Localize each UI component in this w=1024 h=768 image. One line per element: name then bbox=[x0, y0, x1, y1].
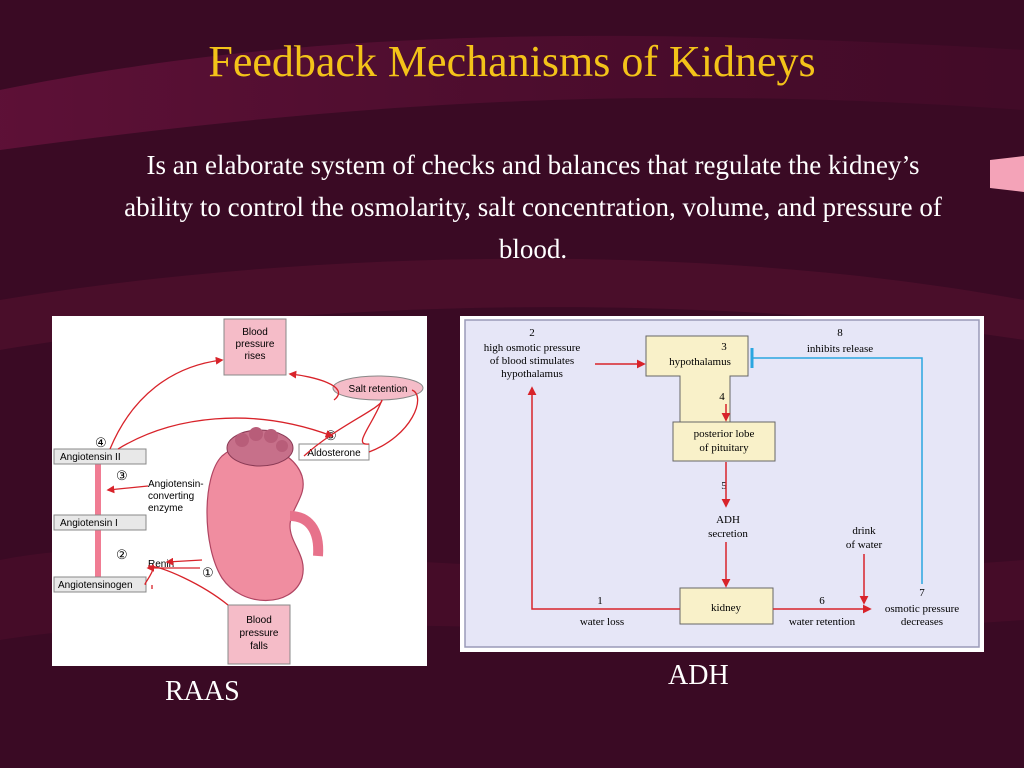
step-3-marker: ③ bbox=[116, 468, 128, 483]
background-swoosh bbox=[0, 35, 1024, 150]
step-4-marker: ④ bbox=[95, 435, 107, 450]
bp-rises-line: pressure bbox=[236, 339, 275, 350]
step-8-number: 8 bbox=[837, 327, 843, 339]
step-5-number: 5 bbox=[721, 480, 727, 492]
adh-diagram: 3 hypothalamus 4 posterior lobe of pitui… bbox=[460, 316, 984, 652]
bp-falls-line: falls bbox=[250, 641, 268, 652]
adh-secretion-label: secretion bbox=[708, 528, 748, 540]
angiotensin-i-box bbox=[53, 514, 147, 531]
kidney-label: kidney bbox=[711, 602, 741, 614]
step-2-marker: ② bbox=[116, 547, 128, 562]
bp-rises-box bbox=[223, 318, 287, 376]
adh-caption: ADH bbox=[668, 660, 729, 691]
step-2-number: 2 bbox=[529, 327, 535, 339]
angiotensin-i-label: Angiotensin I bbox=[60, 518, 118, 529]
posterior-pituitary-box bbox=[672, 421, 776, 462]
angiotensinogen-label: Angiotensinogen bbox=[58, 580, 133, 591]
step-1-number: 1 bbox=[597, 595, 603, 607]
stimulus-label: hypothalamus bbox=[501, 368, 563, 380]
kidney-box bbox=[679, 587, 774, 625]
inhibits-release-label: inhibits release bbox=[807, 343, 873, 355]
water-retention-label: water retention bbox=[789, 616, 856, 628]
ace-label-line: converting bbox=[148, 491, 194, 502]
raas-diagram: Blood pressure rises Blood pressure fall… bbox=[52, 316, 427, 666]
drink-water-label: of water bbox=[846, 539, 883, 551]
inhibit-feedback-line bbox=[750, 348, 923, 584]
raas-diagram-svg: Blood pressure rises Blood pressure fall… bbox=[53, 318, 424, 665]
bp-falls-line: Blood bbox=[246, 615, 272, 626]
water-loss-label: water loss bbox=[580, 616, 624, 628]
osmotic-decreases-label: osmotic pressure bbox=[885, 603, 959, 615]
ace-label-line: enzyme bbox=[148, 503, 183, 514]
salt-retention-label: Salt retention bbox=[349, 384, 408, 395]
salt-retention-oval bbox=[332, 375, 424, 401]
bp-rises-line: rises bbox=[244, 351, 265, 362]
stimulus-label: high osmotic pressure bbox=[484, 342, 581, 354]
bp-rises-line: Blood bbox=[242, 327, 268, 338]
bp-falls-box bbox=[227, 604, 291, 665]
hypothalamus-label: hypothalamus bbox=[669, 356, 731, 368]
kidney-illustration bbox=[206, 427, 324, 601]
step-4-number: 4 bbox=[719, 391, 725, 403]
stimulus-label: of blood stimulates bbox=[490, 355, 574, 367]
pituitary-label: posterior lobe bbox=[694, 428, 755, 440]
slide-title: Feedback Mechanisms of Kidneys bbox=[208, 37, 816, 86]
adh-secretion-label: ADH bbox=[716, 514, 740, 526]
raas-flow-arrows bbox=[106, 356, 419, 606]
angiotensin-ii-box bbox=[53, 448, 147, 465]
osmotic-decreases-label: decreases bbox=[901, 616, 943, 628]
aldosterone-label: Aldosterone bbox=[307, 448, 361, 459]
step-7-number: 7 bbox=[919, 587, 925, 599]
background-swoosh bbox=[0, 258, 1024, 350]
drink-water-label: drink bbox=[852, 525, 876, 537]
angiotensin-ii-label: Angiotensin II bbox=[60, 452, 121, 463]
background-accent-tab bbox=[990, 156, 1024, 192]
pituitary-label: of pituitary bbox=[699, 442, 749, 454]
step-3-number: 3 bbox=[721, 341, 727, 353]
adh-diagram-svg: 3 hypothalamus 4 posterior lobe of pitui… bbox=[464, 319, 980, 648]
slide-body-text: Is an elaborate system of checks and bal… bbox=[124, 150, 942, 264]
ace-label-line: Angiotensin- bbox=[148, 479, 204, 490]
adh-flow-arrows bbox=[527, 359, 872, 614]
renin-label: Renin bbox=[148, 559, 174, 570]
raas-caption: RAAS bbox=[165, 676, 240, 707]
bp-falls-line: pressure bbox=[240, 628, 279, 639]
step-6-number: 6 bbox=[819, 595, 825, 607]
step-1-marker: ① bbox=[202, 565, 214, 580]
